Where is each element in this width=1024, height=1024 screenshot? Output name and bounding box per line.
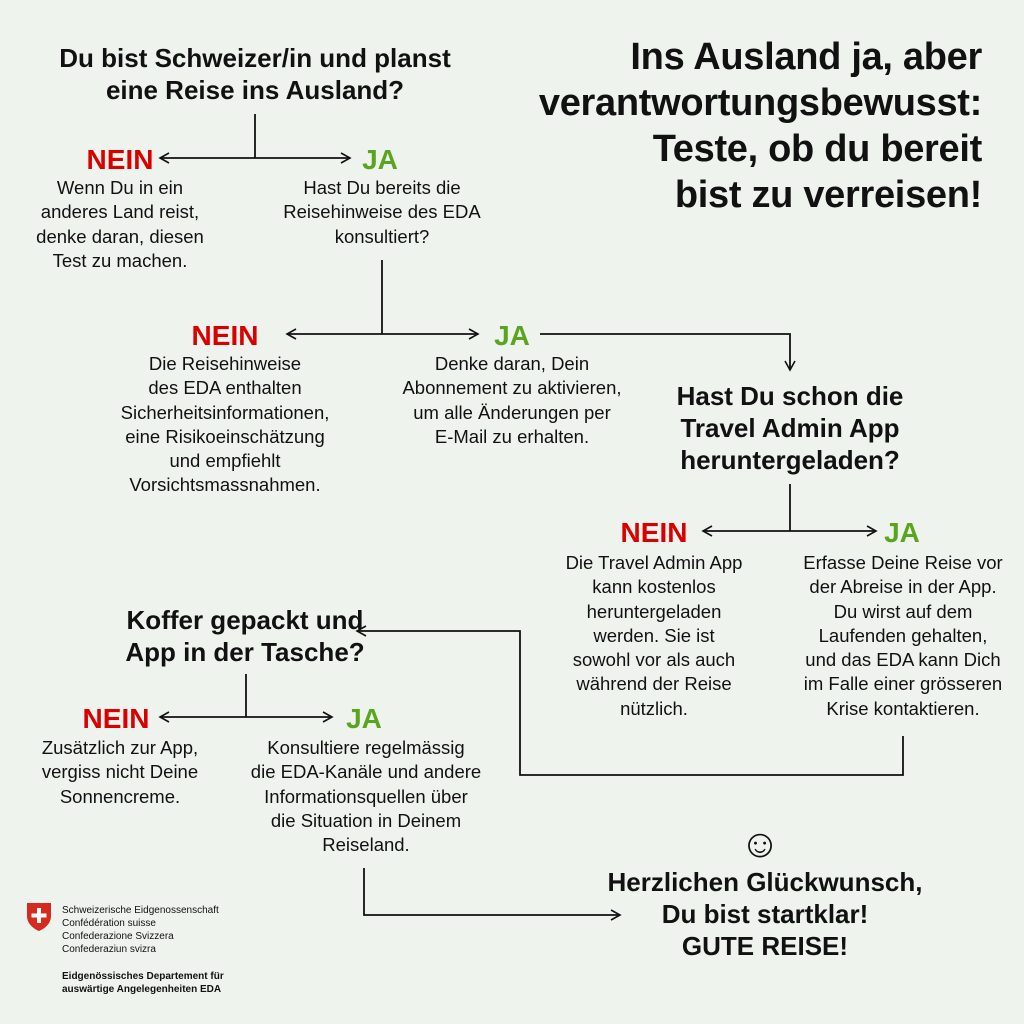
question-1-line: eine Reise ins Ausland? <box>105 75 405 105</box>
question-3-line: heruntergeladen? <box>680 445 900 475</box>
text-line: denke daran, diesen <box>36 225 204 247</box>
confederation-names: Schweizerische Eidgenossenschaft Confédé… <box>62 904 219 956</box>
text-line: Denke daran, Dein <box>434 353 590 374</box>
q4-yes-text: Konsultiere regelmässig die EDA-Kanäle u… <box>228 736 504 857</box>
text-line: Hast Du bereits die <box>303 177 461 198</box>
text-line: im Falle einer grösseren <box>803 673 1003 695</box>
text-line: heruntergeladen <box>586 600 722 622</box>
text-line: die Situation in Deinem <box>270 809 462 831</box>
text-line: und empfiehlt <box>169 450 281 472</box>
text-line: Reisehinweise des EDA <box>283 201 481 223</box>
question-3-line: Hast Du schon die <box>676 381 904 411</box>
q2-yes-label: JA <box>494 320 530 351</box>
question-4-line: Koffer gepackt und <box>126 605 364 635</box>
confederation-name: Confederazione Svizzera <box>62 931 174 942</box>
arrow-to-final <box>363 868 622 921</box>
department-line: Eidgenössisches Departement für <box>62 971 224 982</box>
text-line: um alle Änderungen per <box>413 401 611 423</box>
question-3: Hast Du schon die Travel Admin App herun… <box>640 380 940 476</box>
text-line: Du wirst auf dem <box>833 600 973 622</box>
question-4: Koffer gepackt und App in der Tasche? <box>90 604 400 668</box>
text-line: Sicherheitsinformationen, <box>120 401 330 423</box>
headline-line: Ins Ausland ja, aber <box>630 36 982 78</box>
arrow-to-q4 <box>355 625 904 776</box>
question-1: Du bist Schweizer/in und planst eine Rei… <box>40 42 470 106</box>
q1-no-text: Wenn Du in ein anderes Land reist, denke… <box>10 176 230 273</box>
text-line: Abonnement zu aktivieren, <box>402 377 622 399</box>
text-line: und das EDA kann Dich <box>805 649 1001 671</box>
text-line: Zusätzlich zur App, <box>41 737 199 758</box>
headline-line: verantwortungsbewusst: <box>538 82 982 124</box>
final-line: Herzlichen Glückwunsch, <box>607 867 923 897</box>
text-line: die EDA-Kanäle und andere <box>250 761 482 783</box>
text-line: E-Mail zu erhalten. <box>434 425 590 447</box>
q4-yes-label: JA <box>346 703 382 734</box>
question-1-line: Du bist Schweizer/in und planst <box>59 43 451 73</box>
q2-no-text: Die Reisehinweise des EDA enthalten Sich… <box>95 352 355 498</box>
department-line: auswärtige Angelegenheiten EDA <box>62 984 222 995</box>
headline: Ins Ausland ja, aber verantwortungsbewus… <box>422 34 982 218</box>
text-line: des EDA enthalten <box>148 377 302 399</box>
headline-line: bist zu verreisen! <box>674 174 982 216</box>
text-line: Reiseland. <box>322 834 410 856</box>
swiss-coat-of-arms-icon <box>27 903 51 931</box>
text-line: während der Reise <box>576 673 732 695</box>
q3-no-text: Die Travel Admin App kann kostenlos heru… <box>534 551 774 721</box>
confederation-name: Schweizerische Eidgenossenschaft <box>62 905 219 916</box>
q1-yes-label: JA <box>362 144 398 175</box>
text-line: vergiss nicht Deine <box>41 761 199 783</box>
arrow-to-q3 <box>540 333 796 372</box>
text-line: Konsultiere regelmässig <box>267 737 465 758</box>
text-line: Krise kontaktieren. <box>826 697 980 719</box>
text-line: eine Risikoeinschätzung <box>125 425 325 447</box>
text-line: Laufenden gehalten, <box>818 624 988 646</box>
question-3-line: Travel Admin App <box>680 413 900 443</box>
q1-no-label: NEIN <box>86 144 154 175</box>
text-line: Sonnencreme. <box>59 785 181 807</box>
text-line: Wenn Du in ein <box>56 177 184 198</box>
text-line: sowohl vor als auch <box>572 649 736 671</box>
text-line: Vorsichtsmassnahmen. <box>129 474 321 496</box>
confederation-name: Confédération suisse <box>62 918 156 929</box>
text-line: nützlich. <box>620 697 688 719</box>
q4-no-text: Zusätzlich zur App, vergiss nicht Deine … <box>10 736 230 809</box>
final-message: Herzlichen Glückwunsch, Du bist startkla… <box>590 866 940 962</box>
text-line: kann kostenlos <box>592 576 716 598</box>
smiley-icon: ☺ <box>739 822 781 866</box>
headline-line: Teste, ob du bereit <box>652 128 983 170</box>
confederation-name: Confederaziun svizra <box>62 944 156 955</box>
q3-yes-label: JA <box>884 517 920 548</box>
text-line: Erfasse Deine Reise vor <box>803 552 1003 573</box>
department-name: Eidgenössisches Departement für auswärti… <box>62 970 224 996</box>
text-line: Informationsquellen über <box>264 785 468 807</box>
text-line: werden. Sie ist <box>593 624 715 646</box>
text-line: Die Reisehinweise <box>148 353 302 374</box>
q2-yes-text: Denke daran, Dein Abonnement zu aktivier… <box>382 352 642 449</box>
q3-no-label: NEIN <box>620 517 688 548</box>
text-line: anderes Land reist, <box>40 201 200 223</box>
question-4-line: App in der Tasche? <box>125 637 365 667</box>
q4-no-label: NEIN <box>82 703 150 734</box>
final-line: GUTE REISE! <box>681 931 849 961</box>
text-line: der Abreise in der App. <box>809 576 997 598</box>
final-line: Du bist startklar! <box>661 899 869 929</box>
q1-yes-text: Hast Du bereits die Reisehinweise des ED… <box>262 176 502 249</box>
text-line: Test zu machen. <box>52 249 188 271</box>
q3-yes-text: Erfasse Deine Reise vor der Abreise in d… <box>786 551 1020 721</box>
text-line: Die Travel Admin App <box>565 552 743 573</box>
text-line: konsultiert? <box>334 225 430 247</box>
q2-no-label: NEIN <box>191 320 259 351</box>
